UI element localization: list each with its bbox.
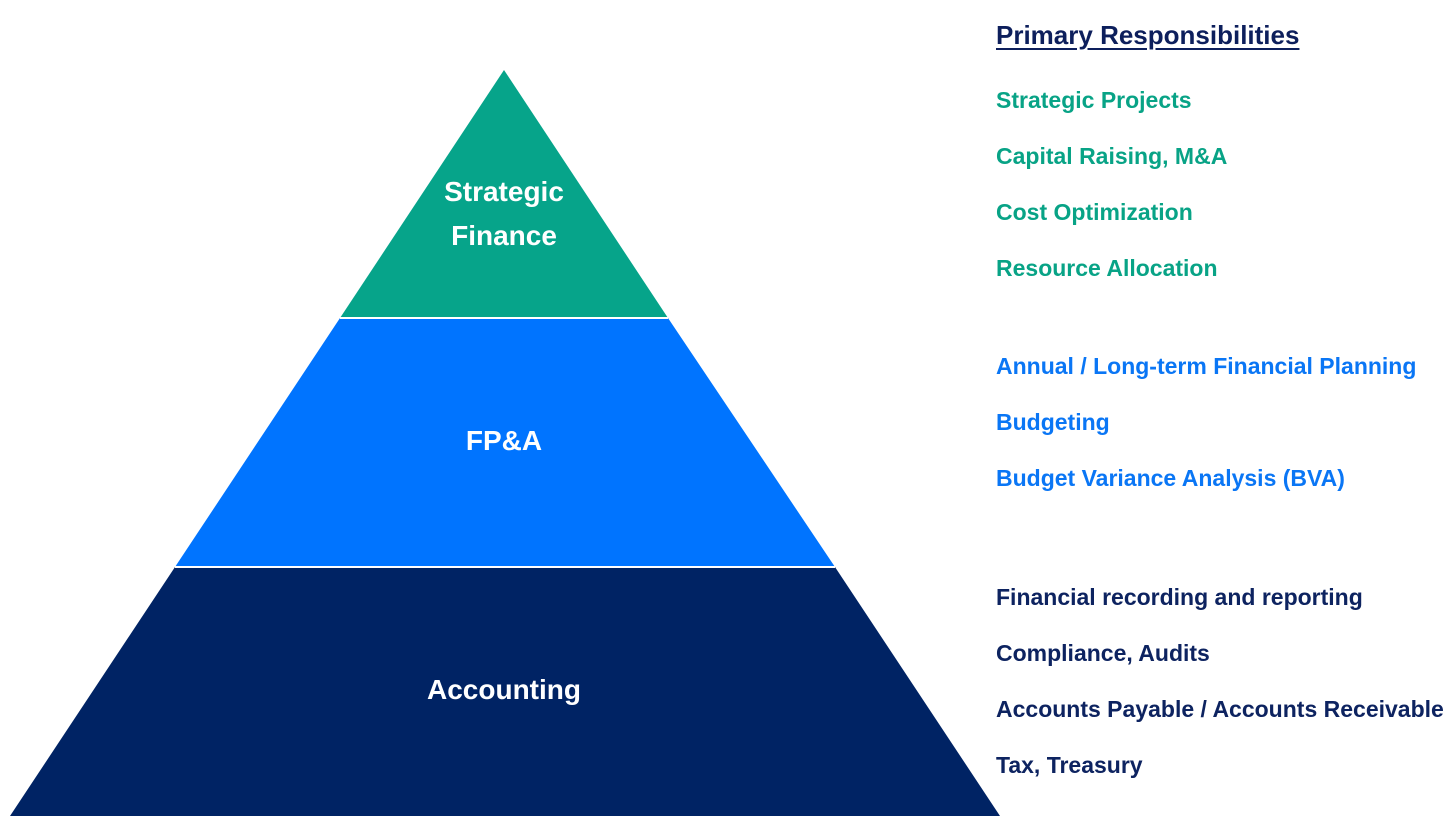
responsibility-item: Annual / Long-term Financial Planning — [996, 353, 1417, 379]
tier-label-line: Strategic — [444, 176, 564, 207]
tier-label-line: FP&A — [465, 425, 543, 456]
responsibility-item: Budget Variance Analysis (BVA) — [996, 465, 1345, 491]
responsibility-item: Cost Optimization — [996, 199, 1193, 225]
responsibility-group-fpa: Annual / Long-term Financial Planning Bu… — [996, 351, 1416, 519]
responsibility-item: Financial recording and reporting — [996, 584, 1363, 610]
responsibility-item: Budgeting — [996, 409, 1110, 435]
responsibility-item: Compliance, Audits — [996, 640, 1210, 666]
responsibility-item: Tax, Treasury — [996, 752, 1143, 778]
responsibility-item: Resource Allocation — [996, 255, 1218, 281]
tier-label-line: Finance — [451, 220, 557, 251]
pyramid-tier-strategic-finance — [340, 70, 668, 318]
responsibility-group-strategic-finance: Strategic Projects Capital Raising, M&A … — [996, 85, 1227, 309]
pyramid-tier-fpa — [175, 318, 835, 567]
responsibility-item: Accounts Payable / Accounts Receivable — [996, 696, 1444, 722]
pyramid-tier-accounting — [10, 567, 1000, 816]
responsibility-item: Capital Raising, M&A — [996, 143, 1228, 169]
tier-label-fpa: FP&A — [354, 419, 654, 463]
responsibility-item: Strategic Projects — [996, 87, 1192, 113]
tier-label-strategic-finance: Strategic Finance — [354, 170, 654, 258]
responsibilities-title: Primary Responsibilities — [996, 20, 1300, 50]
tier-label-line: Accounting — [427, 674, 581, 705]
responsibility-group-accounting: Financial recording and reporting Compli… — [996, 582, 1444, 806]
tier-label-accounting: Accounting — [354, 668, 654, 712]
